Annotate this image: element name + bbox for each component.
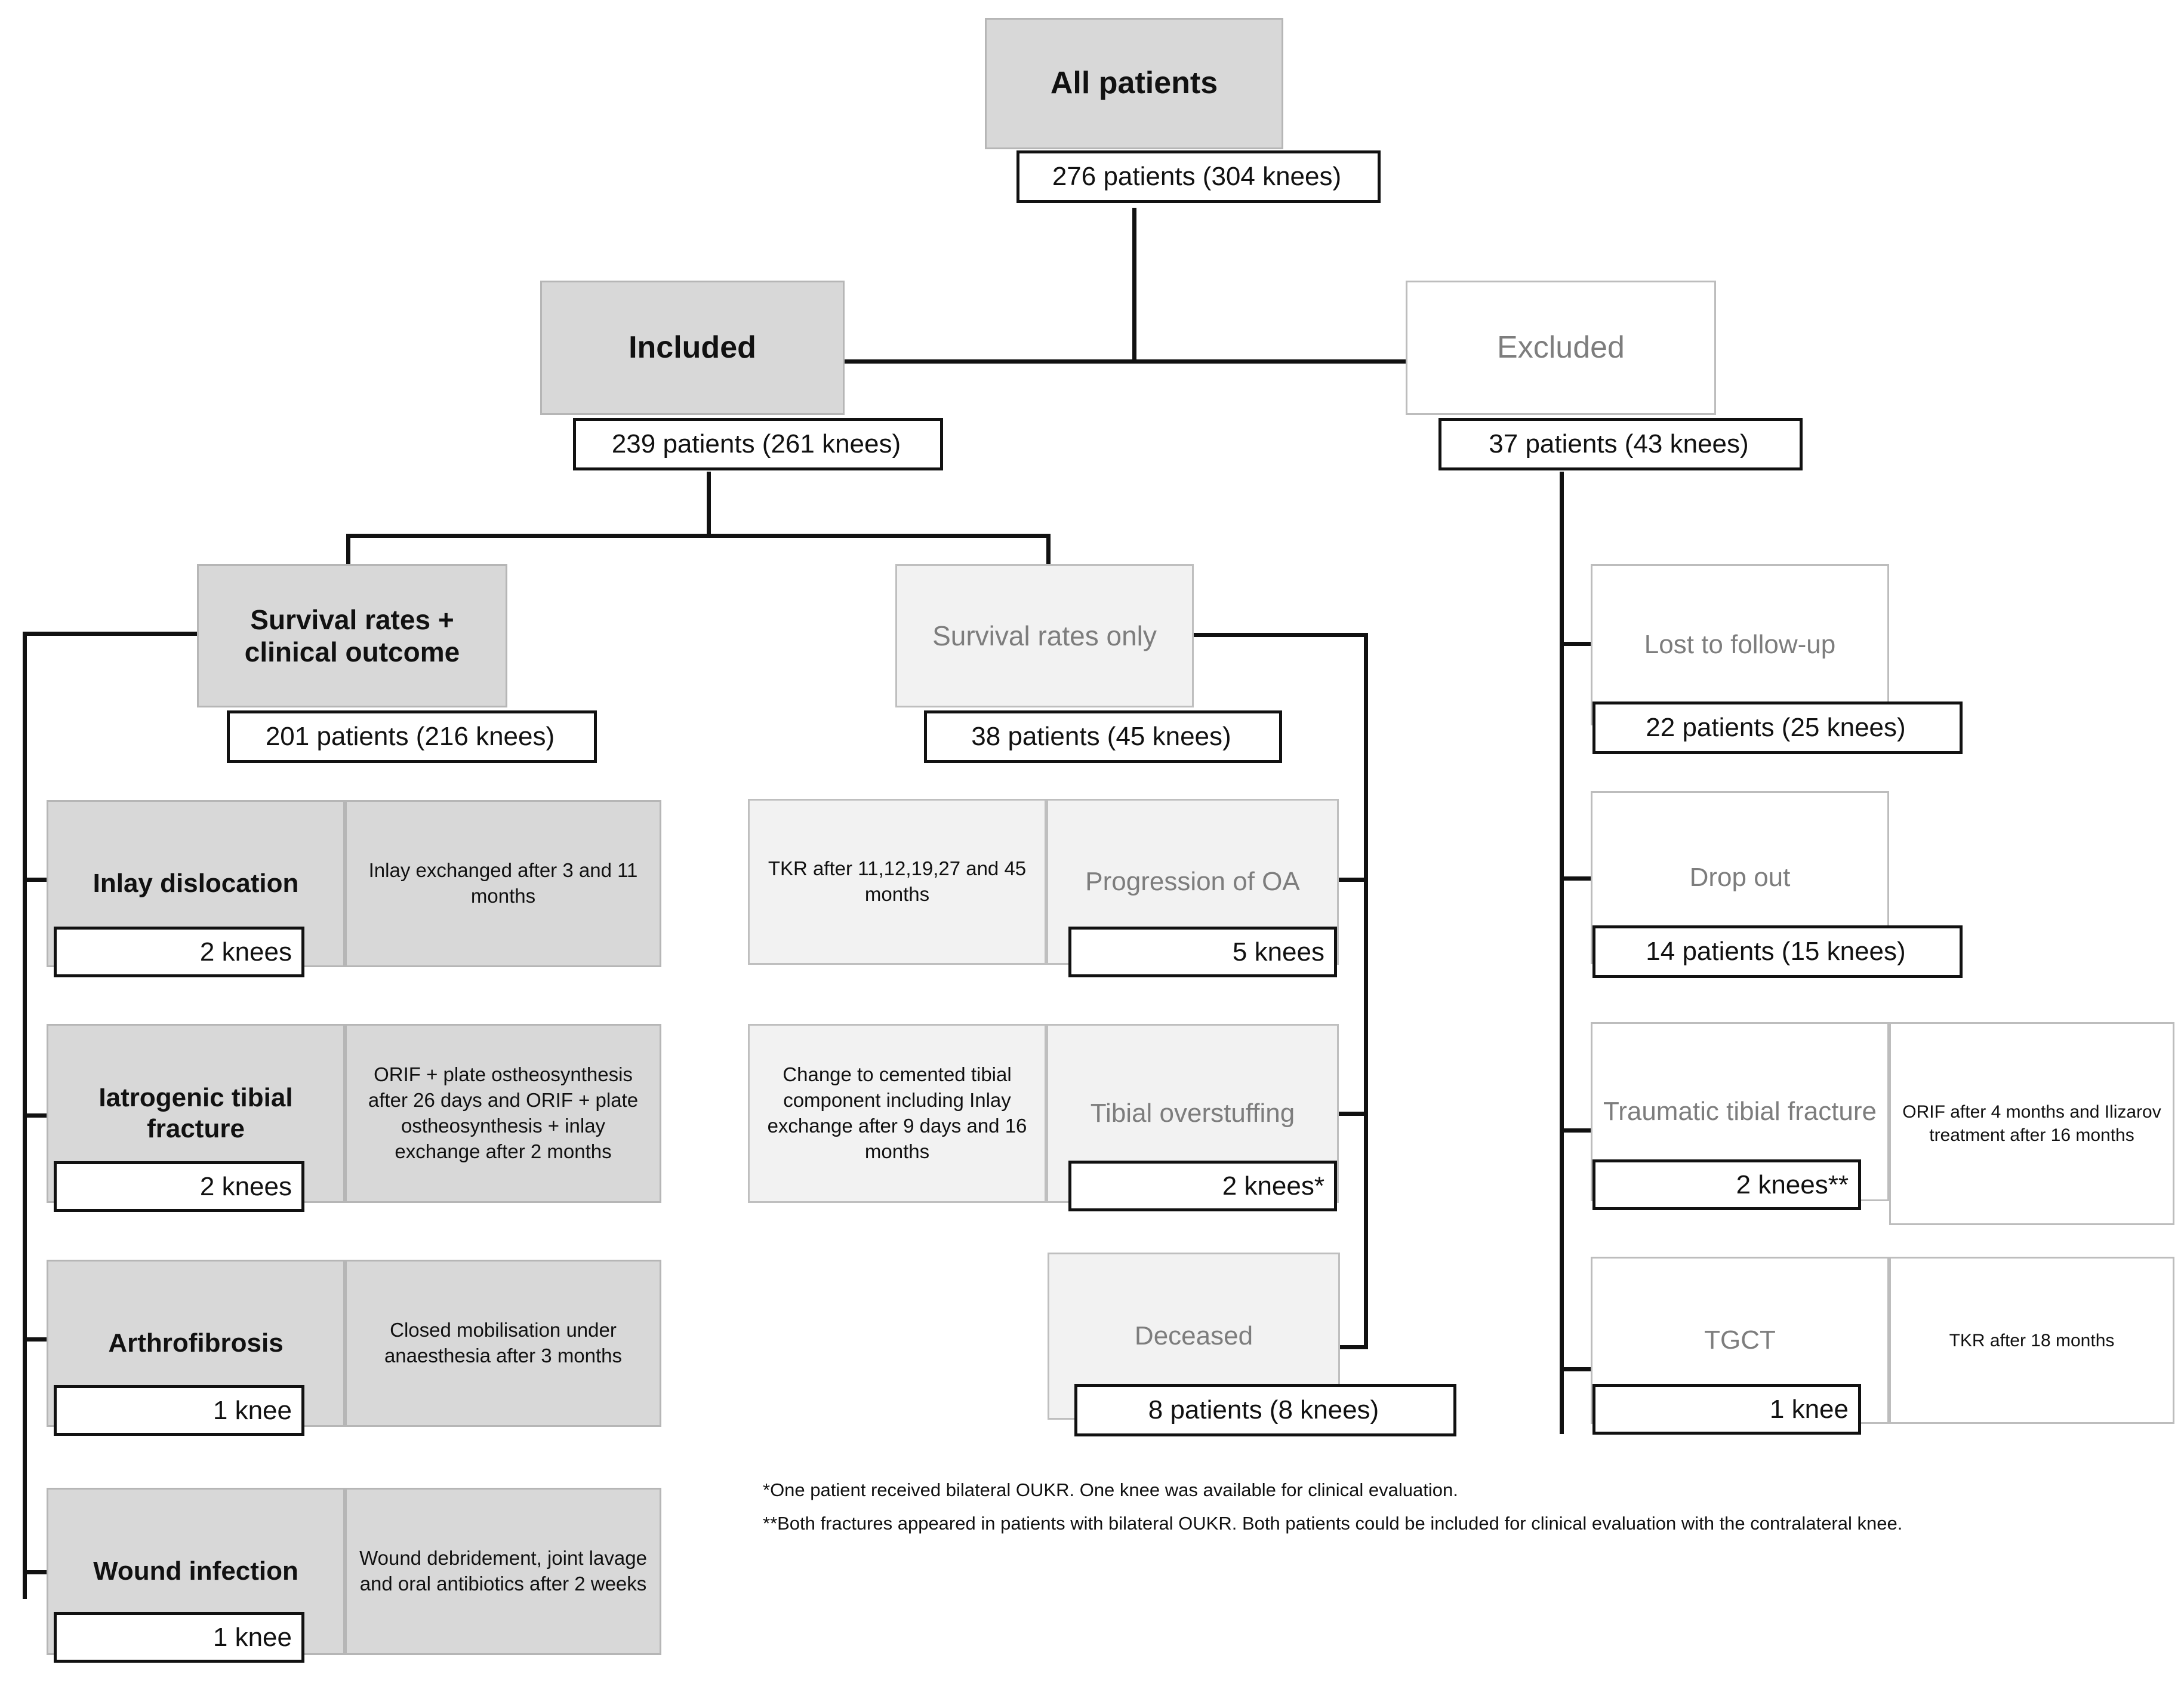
node-included-title[interactable]: Included <box>540 281 845 415</box>
node-survival-clinical-count[interactable]: 201 patients (216 knees) <box>227 710 597 763</box>
connector-survival-only-stub-1 <box>1332 878 1368 882</box>
node-excluded-reason-detail-2[interactable]: ORIF after 4 months and Ilizarov treatme… <box>1889 1022 2174 1225</box>
node-included-count[interactable]: 239 patients (261 knees) <box>573 418 943 470</box>
connector-excluded-stub-4 <box>1560 1367 1595 1371</box>
connector-complication-stub-4 <box>23 1570 58 1574</box>
node-complication-count-0[interactable]: 2 knees <box>54 927 304 977</box>
connector-level3-right-stub <box>1046 534 1051 570</box>
connector-complication-top <box>23 632 202 636</box>
node-survival-detail-1[interactable]: Change to cemented tibial component incl… <box>748 1024 1046 1203</box>
connector-survival-only-stub-2 <box>1332 1112 1368 1116</box>
node-complication-count-3[interactable]: 1 knee <box>54 1612 304 1663</box>
node-excluded-title[interactable]: Excluded <box>1406 281 1716 415</box>
connector-level2-bus <box>716 359 1564 364</box>
node-survival-only-title[interactable]: Survival rates only <box>895 564 1194 707</box>
connector-excluded-stub-3 <box>1560 1128 1595 1133</box>
node-excluded-reason-count-1[interactable]: 14 patients (15 knees) <box>1592 925 1963 978</box>
node-all-patients-title[interactable]: All patients <box>985 18 1283 149</box>
node-survival-count-2[interactable]: 8 patients (8 knees) <box>1074 1384 1456 1436</box>
footnote-single-asterisk: *One patient received bilateral OUKR. On… <box>763 1479 1458 1500</box>
connector-included-down <box>707 472 711 537</box>
node-survival-clinical-title[interactable]: Survival rates + clinical outcome <box>197 564 507 707</box>
node-complication-count-2[interactable]: 1 knee <box>54 1385 304 1436</box>
connector-complication-stub-1 <box>23 878 58 882</box>
node-excluded-reason-title-0[interactable]: Lost to follow-up <box>1591 564 1889 725</box>
node-survival-detail-0[interactable]: TKR after 11,12,19,27 and 45 months <box>748 799 1046 965</box>
connector-complication-stub-3 <box>23 1337 58 1342</box>
node-excluded-reason-count-0[interactable]: 22 patients (25 knees) <box>1592 701 1963 754</box>
connector-complication-stub-2 <box>23 1113 58 1118</box>
connector-level3-bus <box>346 534 1051 538</box>
node-complication-detail-3[interactable]: Wound debridement, joint lavage and oral… <box>345 1488 661 1655</box>
node-excluded-reason-detail-3[interactable]: TKR after 18 months <box>1889 1257 2174 1424</box>
connector-root-down <box>1132 208 1136 363</box>
connector-excluded-stub-2 <box>1560 876 1595 881</box>
node-all-patients-count[interactable]: 276 patients (304 knees) <box>1016 150 1381 203</box>
connector-survival-only-top <box>1188 633 1368 637</box>
connector-excluded-spine <box>1560 472 1564 1434</box>
node-excluded-count[interactable]: 37 patients (43 knees) <box>1438 418 1803 470</box>
connector-excluded-stub-1 <box>1560 642 1595 646</box>
footnote-double-asterisk: **Both fractures appeared in patients wi… <box>763 1513 1903 1534</box>
connector-level3-left-stub <box>346 534 350 570</box>
connector-survival-only-spine <box>1364 633 1368 1349</box>
node-excluded-reason-count-3[interactable]: 1 knee <box>1592 1384 1861 1435</box>
node-excluded-reason-count-2[interactable]: 2 knees** <box>1592 1159 1861 1210</box>
node-complication-count-1[interactable]: 2 knees <box>54 1161 304 1212</box>
node-complication-detail-1[interactable]: ORIF + plate ostheosynthesis after 26 da… <box>345 1024 661 1203</box>
node-complication-detail-2[interactable]: Closed mobilisation under anaesthesia af… <box>345 1260 661 1427</box>
node-survival-only-count[interactable]: 38 patients (45 knees) <box>924 710 1282 763</box>
node-survival-count-0[interactable]: 5 knees <box>1068 927 1337 977</box>
node-complication-detail-0[interactable]: Inlay exchanged after 3 and 11 months <box>345 800 661 967</box>
node-survival-count-1[interactable]: 2 knees* <box>1068 1161 1337 1211</box>
connector-survival-only-stub-3 <box>1332 1345 1368 1349</box>
